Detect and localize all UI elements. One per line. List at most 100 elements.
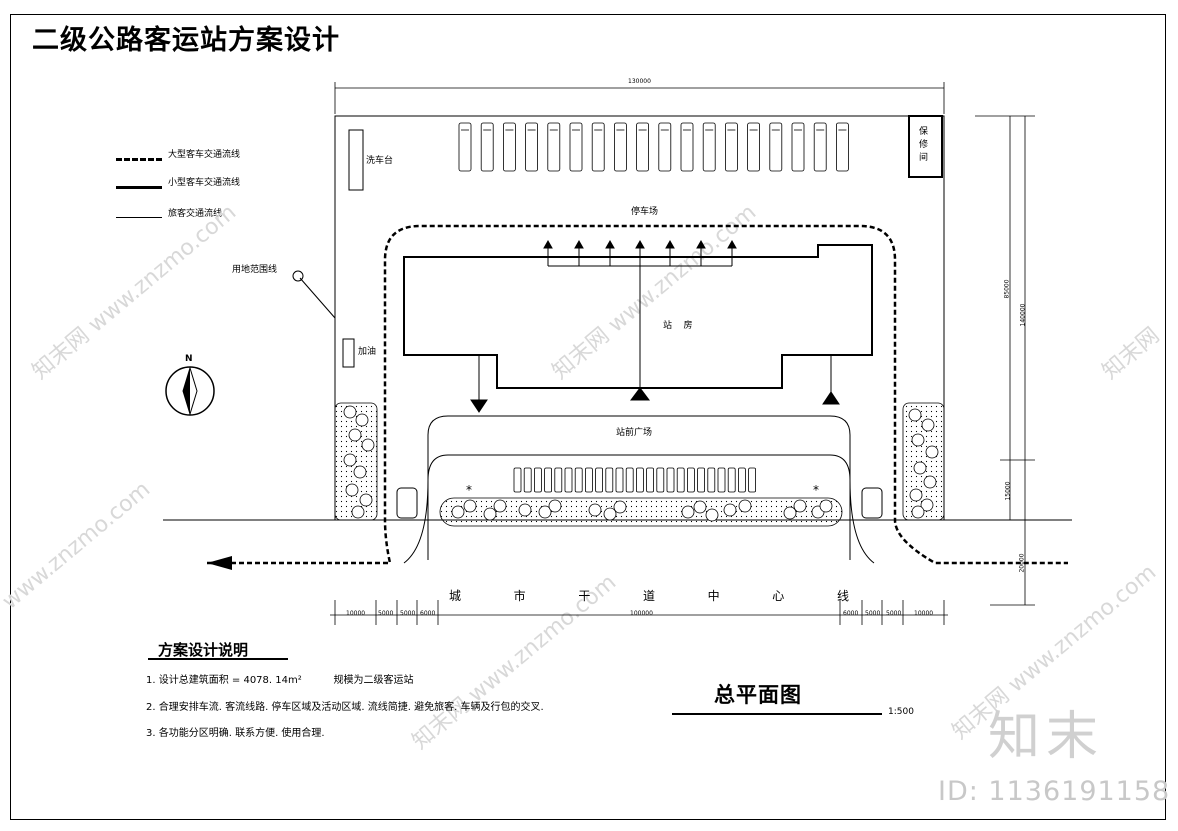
car-stall <box>523 467 532 493</box>
tree-icon <box>355 413 369 427</box>
tree-icon <box>493 499 507 513</box>
plan-title-underline <box>672 713 882 715</box>
svg-text:知末网 www.znzmo.com: 知末网 www.znzmo.com <box>28 200 241 385</box>
legend-small-bus-label: 小型客车交通流线 <box>168 178 241 188</box>
note-3: 3. 各功能分区明确. 联系方便. 使用合理. <box>146 728 325 739</box>
dim-right-lower: 15000 <box>1004 481 1012 501</box>
note-2: 2. 合理安排车流. 客流线路. 停车区域及活动区域. 流线简捷. 避免旅客. … <box>146 702 544 713</box>
svg-text:www.znzmo.com: www.znzmo.com <box>0 477 155 615</box>
repair-room-label: 保修间 <box>919 127 929 163</box>
tree-icon <box>361 438 375 452</box>
bus-stall <box>725 122 738 172</box>
trees <box>343 405 939 522</box>
dim-bottom-label: 100000 <box>630 610 653 617</box>
legend-large-bus-line <box>116 158 162 161</box>
dim-bottom-label: 6000 <box>843 610 859 617</box>
large-bus-route <box>207 224 1068 565</box>
bus-stall <box>547 122 561 172</box>
wash-bay-label: 洗车台 <box>366 156 394 166</box>
tree-icon <box>908 408 922 422</box>
fuel-station <box>342 338 355 368</box>
road-centerline-char: 城 <box>449 589 462 603</box>
road-centerline-char: 干 <box>578 589 591 603</box>
bus-stall <box>636 122 649 172</box>
station-building-label: 站 房 <box>663 321 693 331</box>
tree-icon <box>588 503 602 517</box>
bus-stall <box>591 122 605 172</box>
car-stall <box>605 467 614 493</box>
tree-icon <box>681 505 695 519</box>
large-bus-arrow <box>207 556 232 570</box>
car-stall <box>534 467 542 493</box>
tree-icon <box>793 499 807 513</box>
tree-icon <box>351 505 365 519</box>
tree-icon <box>613 500 627 514</box>
dim-top-total: 130000 <box>628 78 651 85</box>
bus-stall <box>680 122 694 172</box>
dim-bottom-label: 10000 <box>914 610 934 617</box>
notes-title: 方案设计说明 <box>158 641 249 659</box>
tree-icon <box>348 428 362 442</box>
road-centerline-char: 道 <box>642 589 655 603</box>
tree-icon <box>359 493 373 507</box>
star-right-icon: * <box>813 483 819 497</box>
car-stall <box>636 467 644 493</box>
dim-right-road: 20000 <box>1018 553 1026 573</box>
bus-stall <box>614 122 627 172</box>
bus-stall <box>813 122 827 172</box>
bus-stall <box>836 122 849 172</box>
wash-bay <box>348 129 364 191</box>
bus-stall <box>502 122 516 172</box>
legend-small-bus-line <box>116 186 162 189</box>
plaza-label: 站前广场 <box>616 428 653 438</box>
tree-icon <box>723 503 737 517</box>
legend-passenger-line <box>116 217 162 218</box>
tree-icon <box>518 503 532 517</box>
gate-booth-left <box>396 487 418 519</box>
tree-icon <box>819 499 833 513</box>
plaza-outline <box>427 415 851 560</box>
tree-icon <box>603 507 617 521</box>
car-stall <box>738 467 746 493</box>
car-stall <box>646 467 654 493</box>
watermark-brand: 知末 <box>988 707 1105 767</box>
bus-stall <box>480 122 494 172</box>
tree-icon <box>783 506 797 520</box>
bus-stall <box>525 122 538 172</box>
bus-stall <box>702 122 716 172</box>
dim-right-upper: 85000 <box>1003 279 1011 299</box>
drawing-frame <box>10 14 1166 820</box>
tree-icon <box>483 507 497 521</box>
site-boundary-leader <box>299 277 336 319</box>
car-stall <box>687 467 695 493</box>
tree-icon <box>353 465 367 479</box>
north-arrow-icon <box>165 366 215 416</box>
tree-icon <box>343 453 357 467</box>
watermark-id: ID: 1136191158 <box>938 776 1171 807</box>
road-centerline-char: 线 <box>836 589 849 603</box>
site-boundary-marker <box>292 270 304 282</box>
tree-icon <box>923 475 937 489</box>
plan-title: 总平面图 <box>714 683 802 707</box>
passenger-flow-arrows <box>470 239 840 413</box>
scale-label: 1:500 <box>888 707 914 717</box>
station-building <box>403 244 873 389</box>
tree-icon <box>920 498 934 512</box>
tree-icon <box>345 483 359 497</box>
car-stall <box>585 467 593 493</box>
tree-icon <box>463 499 477 513</box>
car-stall <box>595 467 603 493</box>
bus-stall <box>791 122 805 172</box>
car-stall <box>717 467 726 493</box>
drawing-title: 二级公路客运站方案设计 <box>32 25 340 56</box>
car-stall <box>564 467 573 493</box>
parking-label: 停车场 <box>631 207 659 217</box>
dimension-lines <box>330 82 1035 625</box>
car-stall <box>676 467 685 493</box>
car-stall <box>615 467 624 493</box>
car-stall <box>697 467 705 493</box>
dim-bottom-label: 5000 <box>400 610 416 617</box>
bus-stall <box>458 122 472 172</box>
gate-booth-right <box>861 487 883 519</box>
